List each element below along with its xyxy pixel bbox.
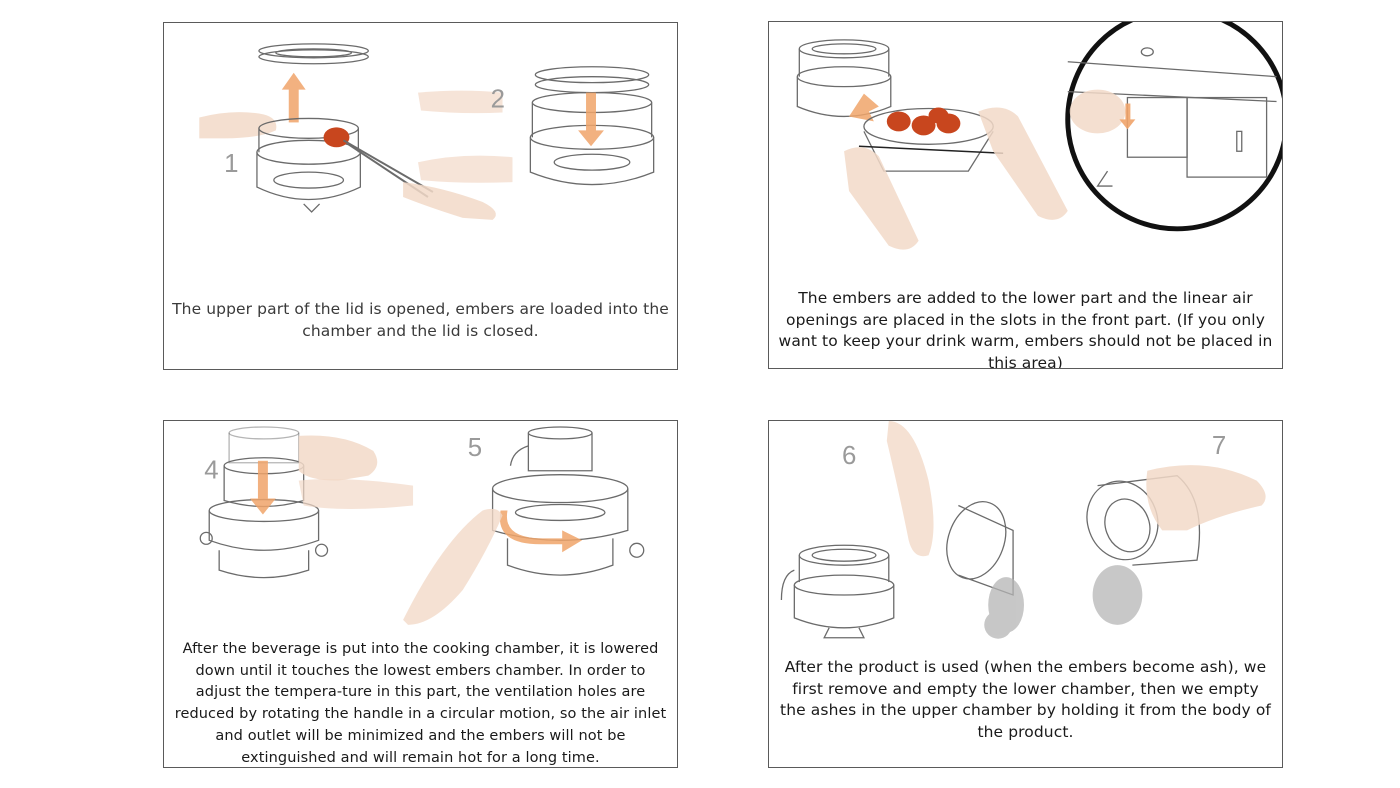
hand-rotating — [403, 509, 502, 625]
lifted-lid — [259, 44, 368, 64]
down-arrow-icon — [578, 93, 604, 147]
step-number-7: 7 — [1212, 432, 1226, 460]
detail-zoom-circle — [1068, 22, 1282, 229]
hand-lowering — [299, 435, 378, 480]
instruction-panel-1: 1 2 The upper part of the lid is opened,… — [163, 22, 678, 370]
panel-1-caption: The upper part of the lid is opened, emb… — [172, 299, 669, 342]
stove-base — [781, 545, 893, 637]
up-arrow-icon — [282, 73, 306, 123]
panel-4-caption: After the product is used (when the embe… — [777, 657, 1274, 743]
step-number-4: 4 — [204, 457, 218, 485]
ash-cloud — [1093, 565, 1143, 625]
panel-2-caption: The embers are added to the lower part a… — [777, 288, 1274, 369]
hand-lower-chamber — [887, 421, 934, 556]
instruction-panel-3: 4 5 After the beverage is put into the c… — [163, 420, 678, 768]
instruction-panel-4: 6 7 After the product is used (when the … — [768, 420, 1283, 768]
rotate-arrow-icon — [500, 510, 582, 552]
hand-left — [844, 147, 919, 249]
hand-upper-chamber — [1146, 465, 1265, 530]
step-number-6: 6 — [842, 442, 856, 470]
kettle-stove-right — [493, 427, 644, 575]
instruction-panel-2: The embers are added to the lower part a… — [768, 21, 1283, 369]
step-number-5: 5 — [468, 434, 482, 462]
step-number-2: 2 — [491, 86, 505, 114]
hand-right — [403, 182, 496, 220]
hand-right — [978, 108, 1067, 220]
step-number-1: 1 — [224, 150, 238, 178]
tray-embers — [887, 108, 961, 136]
panel-3-caption: After the beverage is put into the cooki… — [172, 639, 669, 768]
hand-left — [199, 112, 276, 138]
embers — [324, 127, 350, 147]
